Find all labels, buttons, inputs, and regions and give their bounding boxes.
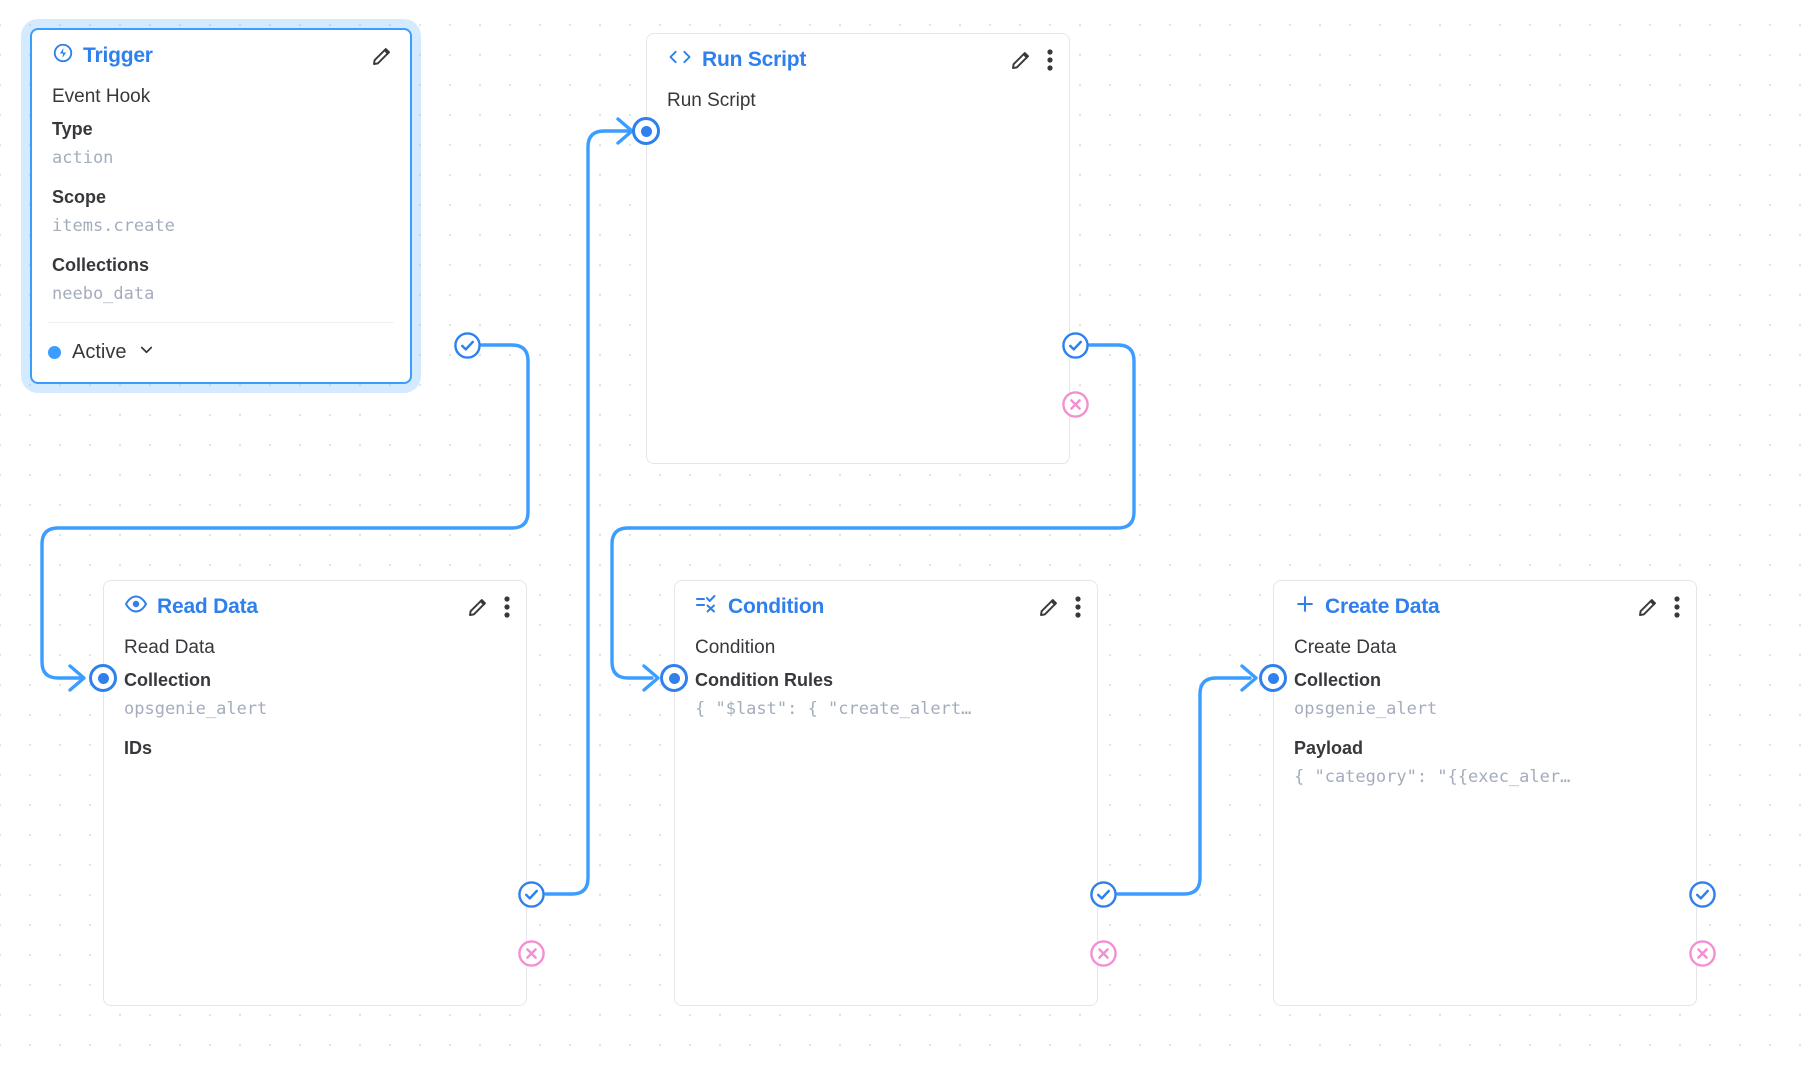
more-options-icon[interactable] [504,596,510,618]
field-label-collections: Collections [52,255,150,275]
input-port-condition[interactable] [660,664,688,692]
edit-icon[interactable] [1009,48,1033,72]
edit-icon[interactable] [1037,595,1061,619]
filter-check-icon [695,594,719,620]
node-create-data[interactable]: Create Data Create Data Collection opsge… [1273,580,1697,1006]
edge-condition-to-createdata [1116,676,1252,896]
success-badge-run-script[interactable] [1061,331,1090,360]
arrowhead-runscript [616,117,634,145]
node-condition[interactable]: Condition Condition Condition Rules { "$… [674,580,1098,1006]
createdata-header: Create Data [1274,581,1696,633]
field-label-collection: Collection [124,670,212,690]
success-badge-trigger[interactable] [453,331,482,360]
chevron-down-icon [137,340,156,365]
createdata-title: Create Data [1325,595,1440,618]
field-label-scope: Scope [52,187,107,207]
field-label-ids: IDs [124,738,153,758]
condition-main-row: Condition [695,637,776,658]
success-badge-read-data[interactable] [517,880,546,909]
trigger-main-row: Event Hook [52,86,151,107]
eye-icon [124,594,148,620]
input-port-create-data[interactable] [1259,664,1287,692]
edit-icon[interactable] [370,44,394,68]
more-options-icon[interactable] [1047,49,1053,71]
field-value-collections: neebo_data [52,284,155,304]
status-dot-icon [48,346,61,359]
code-brackets-icon [667,47,693,73]
field-value-collection: opsgenie_alert [124,699,268,719]
createdata-body: Create Data Collection opsgenie_alert Pa… [1274,633,1696,805]
runscript-title-group: Run Script [667,47,806,73]
createdata-header-actions [1636,595,1680,619]
arrowhead-createdata [1240,664,1258,692]
field-value-payload: { "category": "{{exec_aler… [1294,767,1571,787]
reject-badge-run-script[interactable] [1061,390,1090,419]
readdata-header: Read Data [104,581,526,633]
more-options-icon[interactable] [1674,596,1680,618]
reject-badge-condition[interactable] [1089,939,1118,968]
status-selector[interactable]: Active [48,340,156,365]
node-read-data[interactable]: Read Data Read Data Collection opsgenie_… [103,580,527,1006]
arrowhead-condition [642,664,660,692]
runscript-header-actions [1009,48,1053,72]
edit-icon[interactable] [466,595,490,619]
node-run-script[interactable]: Run Script Run Script [646,33,1070,464]
field-label-collection: Collection [1294,670,1382,690]
trigger-body: Event Hook Type action Scope items.creat… [32,82,410,322]
status-label: Active [72,341,127,363]
condition-header: Condition [675,581,1097,633]
runscript-body: Run Script [647,86,1069,130]
field-label-type: Type [52,119,93,139]
field-value-collection: opsgenie_alert [1294,699,1438,719]
reject-badge-read-data[interactable] [517,939,546,968]
readdata-title-group: Read Data [124,594,258,620]
readdata-main-row: Read Data [124,637,215,658]
input-port-run-script[interactable] [632,117,660,145]
field-label-condition-rules: Condition Rules [695,670,833,690]
trigger-header-actions [370,44,394,68]
trigger-header: Trigger [32,30,410,82]
plus-icon [1294,593,1316,621]
success-badge-condition[interactable] [1089,880,1118,909]
field-value-condition-rules: { "$last": { "create_alert… [695,699,972,719]
success-badge-create-data[interactable] [1688,880,1717,909]
trigger-footer: Active [48,322,394,382]
createdata-main-row: Create Data [1294,637,1397,658]
condition-header-actions [1037,595,1081,619]
field-value-type: action [52,148,114,168]
condition-body: Condition Condition Rules { "$last": { "… [675,633,1097,737]
condition-title-group: Condition [695,594,824,620]
runscript-main-row: Run Script [667,90,756,111]
bolt-circle-icon [52,42,74,70]
readdata-title: Read Data [157,595,258,618]
reject-badge-create-data[interactable] [1688,939,1717,968]
createdata-title-group: Create Data [1294,593,1440,621]
input-port-read-data[interactable] [89,664,117,692]
runscript-title: Run Script [702,48,807,71]
trigger-title-group: Trigger [52,42,153,70]
readdata-body: Read Data Collection opsgenie_alert IDs [104,633,526,777]
field-label-payload: Payload [1294,738,1364,758]
readdata-header-actions [466,595,510,619]
arrowhead-readdata [68,664,86,692]
more-options-icon[interactable] [1075,596,1081,618]
edge-readdata-to-runscript [544,129,630,896]
trigger-title: Trigger [83,44,153,67]
field-value-scope: items.create [52,216,175,236]
edit-icon[interactable] [1636,595,1660,619]
node-trigger[interactable]: Trigger Event Hook Type action Scope ite… [30,28,412,384]
runscript-header: Run Script [647,34,1069,86]
condition-title: Condition [728,595,825,618]
